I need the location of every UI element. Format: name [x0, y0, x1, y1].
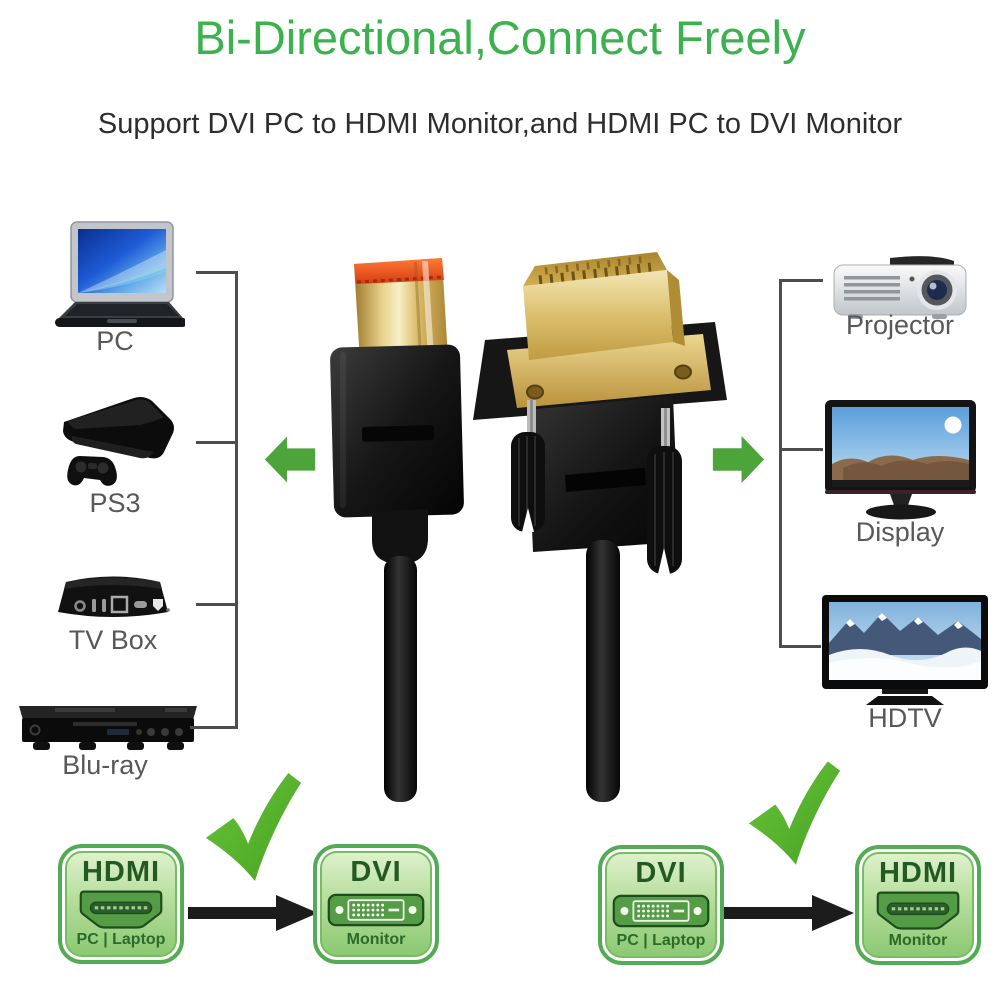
arrow-right-black-icon [188, 895, 318, 931]
device-label-hdtv: HDTV [868, 703, 942, 733]
projector-icon [833, 256, 967, 319]
badge-subtitle: PC | Laptop [616, 932, 706, 949]
hdmi-connector-photo [330, 258, 464, 802]
connector-line [779, 645, 821, 648]
device-label-display: Display [855, 517, 945, 547]
arrow-left-icon [264, 436, 316, 483]
hdmi-port-icon [876, 891, 960, 930]
ps3-console-icon [63, 397, 174, 486]
badge-subtitle: PC | Laptop [76, 931, 166, 948]
badge-title: DVI [635, 857, 687, 889]
device-label-ps3: PS3 [89, 488, 141, 518]
dvi-source-badge: DVI PC | Laptop [598, 845, 724, 965]
tv-box-icon [58, 576, 170, 617]
connector-line [779, 279, 823, 282]
connector-line [196, 271, 238, 274]
laptop-icon [55, 221, 185, 327]
connector-line [196, 603, 238, 606]
page-title: Bi-Directional,Connect Freely [194, 11, 806, 64]
checkmark-icon [748, 761, 841, 865]
hdmi-source-badge: HDMI PC | Laptop [58, 844, 184, 964]
connector-line [235, 271, 238, 729]
arrow-right-icon [712, 436, 765, 483]
badge-title: HDMI [878, 857, 958, 889]
dvi-port-icon [327, 893, 425, 926]
arrow-right-black-icon [724, 895, 854, 931]
connector-line [779, 279, 782, 648]
page-subtitle: Support DVI PC to HDMI Monitor,and HDMI … [97, 108, 903, 140]
dvi-target-badge: DVI Monitor [313, 844, 439, 964]
ps3-controller [67, 456, 117, 486]
badge-title: HDMI [81, 856, 161, 888]
display-monitor-icon [825, 400, 976, 520]
blu-ray-player-icon [19, 706, 197, 750]
dvi-connector-photo [473, 252, 727, 802]
device-label-bluray: Blu-ray [62, 750, 148, 780]
hdtv-icon [822, 595, 988, 705]
device-label-tvbox: TV Box [68, 625, 158, 655]
dvi-port-icon [612, 894, 710, 927]
badge-title: DVI [350, 856, 402, 888]
connector-line [196, 441, 238, 444]
device-label-projector: Projector [845, 310, 955, 340]
connector-line [190, 726, 238, 729]
checkmark-icon [205, 773, 302, 882]
badge-subtitle: Monitor [888, 932, 948, 949]
badge-subtitle: Monitor [346, 931, 406, 948]
connector-line [779, 448, 823, 451]
hdmi-port-icon [79, 890, 163, 929]
hdmi-target-badge: HDMI Monitor [855, 845, 981, 965]
device-label-pc: PC [96, 326, 134, 356]
